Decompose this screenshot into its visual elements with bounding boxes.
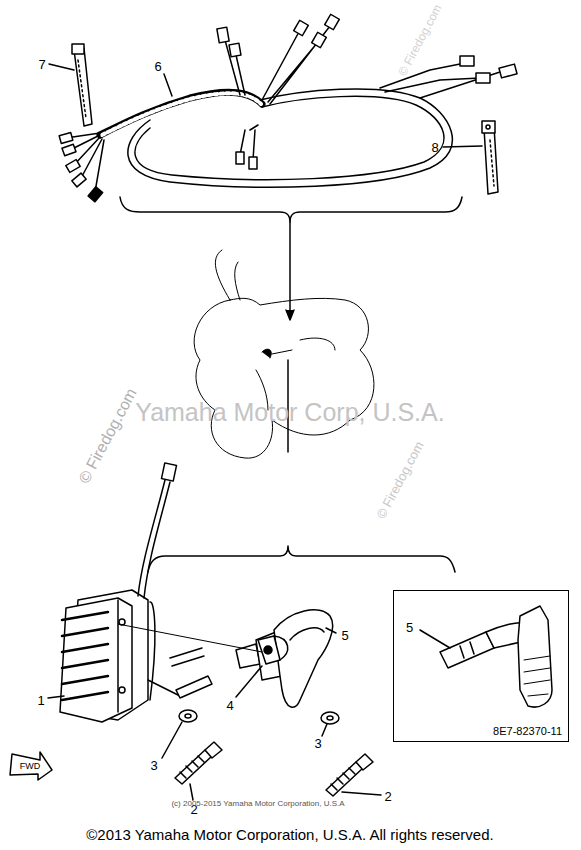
part-number: 8E7-82370-11 bbox=[493, 726, 562, 737]
inset-frame: 5 8E7-82370-11 bbox=[393, 590, 569, 742]
plug-cap-alt bbox=[440, 606, 552, 707]
leader-line bbox=[164, 74, 172, 96]
leader-line bbox=[322, 724, 327, 736]
leader-line bbox=[162, 722, 182, 758]
callout-number: 1 bbox=[37, 694, 44, 707]
leader-line bbox=[342, 792, 381, 795]
group-bracket bbox=[148, 546, 455, 572]
leader-line bbox=[48, 696, 64, 698]
callout-number: 3 bbox=[150, 759, 157, 772]
group-bracket bbox=[120, 197, 462, 222]
plug-cap bbox=[236, 610, 333, 707]
pointer-line bbox=[289, 222, 291, 318]
leader-line bbox=[420, 630, 450, 648]
callout-number: 7 bbox=[38, 58, 45, 71]
leader-line bbox=[236, 666, 262, 697]
leader-line bbox=[326, 628, 336, 633]
leader-line bbox=[49, 64, 74, 70]
alignment-line bbox=[118, 624, 262, 652]
fwd-mark: FWD bbox=[20, 762, 41, 771]
cable-tie bbox=[72, 44, 92, 126]
callout-number: 8 bbox=[431, 141, 438, 154]
callout-number: 4 bbox=[226, 699, 233, 712]
cord-clamp bbox=[258, 636, 288, 664]
ht-lead bbox=[170, 648, 204, 666]
callout-number: 5 bbox=[406, 621, 413, 634]
insulator bbox=[176, 676, 212, 698]
engine-outline bbox=[194, 250, 374, 458]
watermark: © Firedog.com bbox=[76, 386, 139, 486]
leader-line bbox=[443, 146, 482, 147]
callout-number: 5 bbox=[341, 629, 348, 642]
leader-line bbox=[190, 784, 193, 800]
watermark: © Firedog.com bbox=[396, 2, 444, 77]
washer bbox=[179, 710, 339, 724]
callout-number: 6 bbox=[154, 60, 161, 73]
cable-tie bbox=[482, 121, 498, 194]
watermark: © Firedog.com bbox=[374, 439, 426, 521]
callout-number: 3 bbox=[314, 737, 321, 750]
watermark: Yamaha Motor Corp, U.S.A. bbox=[135, 400, 444, 425]
ignition-coil bbox=[60, 463, 180, 722]
callout-number: 2 bbox=[384, 790, 391, 803]
caption: ©2013 Yamaha Motor Corporation, U.S.A. A… bbox=[86, 827, 493, 842]
wire-harness bbox=[59, 14, 517, 202]
fwd-arrow bbox=[10, 752, 52, 780]
copyright-note: (c) 2005-2015 Yamaha Motor Corporation, … bbox=[171, 800, 344, 808]
bolt bbox=[175, 742, 373, 796]
